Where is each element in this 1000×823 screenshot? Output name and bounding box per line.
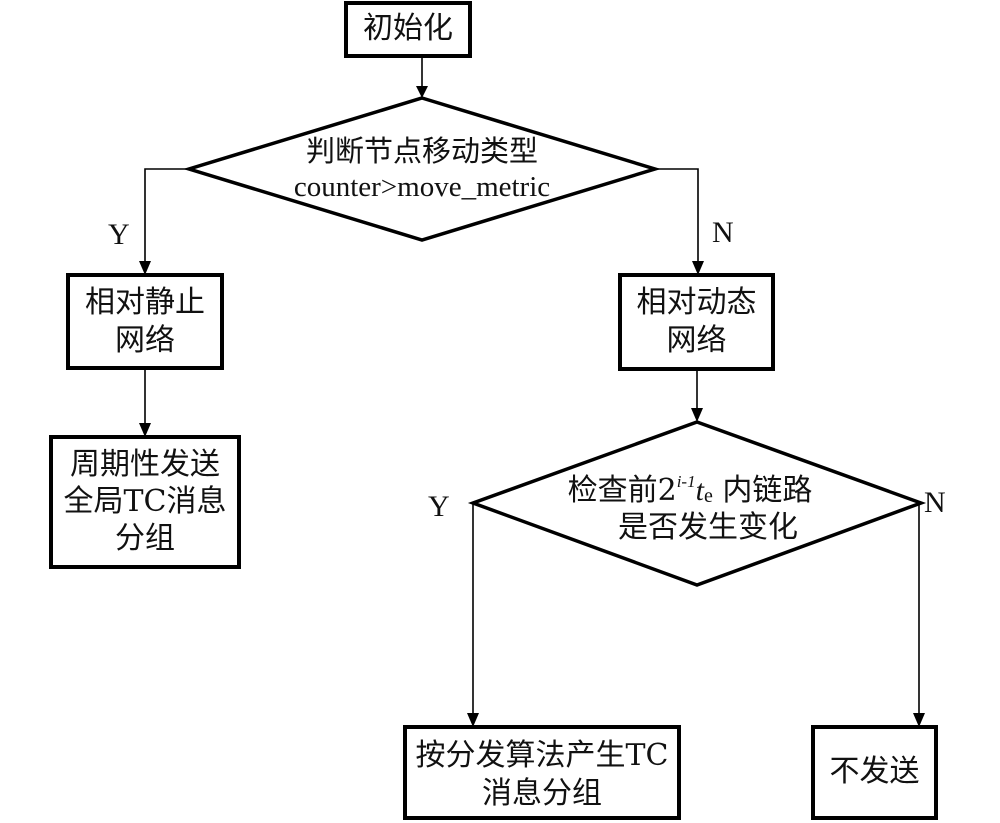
label-init-line-1: 初始化 bbox=[363, 11, 453, 46]
label-check-link-line-1: 检查前2i-1te 内链路 bbox=[530, 472, 850, 509]
label-static-net-line-1: 相对静止 bbox=[85, 285, 205, 320]
edge-label-judge-yes: Y bbox=[108, 218, 130, 251]
label-static-net: 相对静止 网络 bbox=[68, 284, 222, 360]
node-periodic-send bbox=[49, 435, 241, 569]
label-dynamic-net-line-2: 网络 bbox=[666, 323, 727, 358]
label-check-link-exponent: i-1 bbox=[676, 472, 696, 491]
label-check-link: 检查前2i-1te 内链路 是否发生变化 bbox=[530, 472, 850, 546]
arrowhead-judge-no bbox=[692, 261, 704, 275]
node-dynamic-net bbox=[618, 273, 775, 371]
node-check-link bbox=[467, 420, 927, 587]
node-judge-move bbox=[182, 96, 662, 242]
label-check-link-suffix: 内链路 bbox=[712, 473, 813, 508]
edge-judge-yes bbox=[144, 168, 189, 263]
label-periodic-send: 周期性发送 全局TC消息 分组 bbox=[51, 446, 239, 557]
arrowhead-dynamic-to-check bbox=[691, 408, 703, 422]
label-judge-move-line-2: counter>move_metric bbox=[293, 171, 551, 203]
arrowhead-static-to-periodic bbox=[139, 423, 151, 437]
label-check-link-var: t bbox=[695, 474, 704, 507]
label-periodic-send-line-2: 全局TC消息 bbox=[63, 484, 227, 519]
label-check-link-var-sub: e bbox=[703, 485, 713, 507]
label-init: 初始化 bbox=[346, 10, 470, 48]
edge-label-check-no: N bbox=[924, 486, 946, 519]
node-no-send bbox=[811, 725, 938, 820]
label-split-send-line-2: 消息分组 bbox=[482, 776, 602, 811]
label-periodic-send-line-1: 周期性发送 bbox=[70, 447, 220, 482]
edge-label-judge-no: N bbox=[712, 216, 734, 249]
edge-judge-no bbox=[655, 168, 699, 263]
label-dynamic-net-line-1: 相对动态 bbox=[636, 285, 757, 320]
arrowhead-check-yes bbox=[467, 713, 479, 727]
label-no-send-line-1: 不发送 bbox=[829, 754, 920, 789]
label-static-net-line-2: 网络 bbox=[115, 323, 175, 358]
label-check-link-line-2: 是否发生变化 bbox=[618, 510, 798, 545]
label-dynamic-net: 相对动态 网络 bbox=[620, 284, 773, 360]
arrowhead-check-no bbox=[913, 713, 925, 727]
label-judge-move: 判断节点移动类型 counter>move_metric bbox=[222, 133, 622, 205]
node-split-send bbox=[403, 725, 681, 820]
label-no-send: 不发送 bbox=[813, 753, 936, 791]
arrowhead-init-to-judge bbox=[416, 86, 428, 98]
label-split-send-line-1: 按分发算法产生TC bbox=[415, 738, 669, 773]
label-split-send: 按分发算法产生TC 消息分组 bbox=[405, 737, 679, 813]
edge-label-check-yes: Y bbox=[428, 490, 450, 523]
arrowhead-judge-yes bbox=[139, 261, 151, 275]
label-check-link-prefix: 检查前2 bbox=[567, 473, 677, 508]
label-judge-move-line-1: 判断节点移动类型 bbox=[305, 134, 538, 168]
node-init bbox=[344, 1, 472, 58]
label-periodic-send-line-3: 分组 bbox=[115, 521, 175, 556]
